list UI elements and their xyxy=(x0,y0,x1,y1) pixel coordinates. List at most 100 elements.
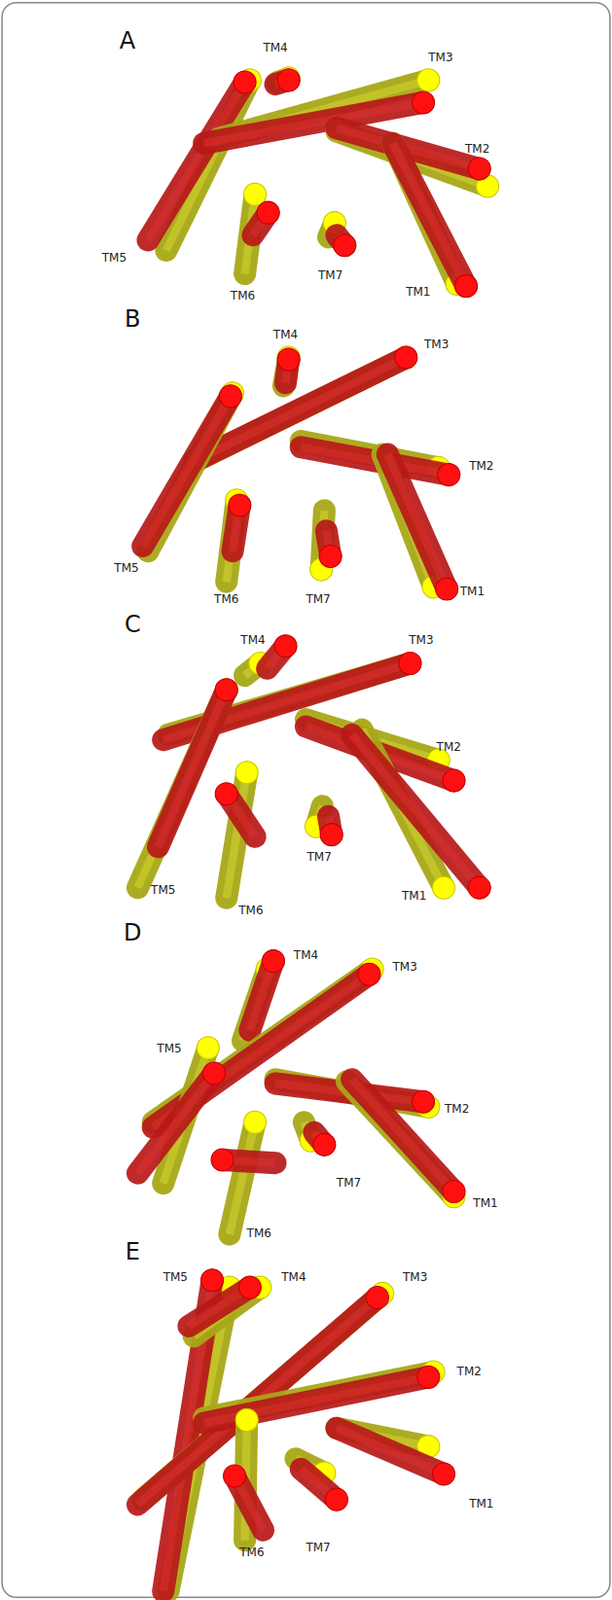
helix-label: TM4 xyxy=(281,1270,306,1285)
helix-body xyxy=(352,1080,455,1192)
panel-letter: B xyxy=(124,305,141,333)
helix-end xyxy=(313,1133,336,1156)
helix-label: TM3 xyxy=(408,633,433,648)
helix-end xyxy=(365,1287,389,1310)
helix-end xyxy=(468,157,491,180)
helix-label: TM1 xyxy=(468,1497,494,1512)
helix-end xyxy=(468,876,491,900)
helix-end xyxy=(398,651,422,675)
helix-end xyxy=(233,71,256,94)
helix-label: TM5 xyxy=(163,1270,188,1285)
helix-end xyxy=(319,544,342,568)
helix-end xyxy=(442,1181,466,1204)
helix-end xyxy=(211,1149,234,1172)
helix-end xyxy=(333,234,357,257)
helix-body xyxy=(147,81,246,240)
helix-label: TM4 xyxy=(273,327,298,342)
helix-end xyxy=(261,950,285,973)
helix-body xyxy=(352,734,480,888)
helix-end xyxy=(196,1037,219,1060)
helix-shine xyxy=(352,734,480,888)
helix-body xyxy=(157,689,226,847)
helix-end xyxy=(215,783,238,806)
helix-label: TM5 xyxy=(113,561,139,576)
helix-end xyxy=(398,651,422,675)
helix-end xyxy=(235,1408,258,1432)
helix-label: TM2 xyxy=(444,1102,469,1116)
helix-shine xyxy=(147,81,246,240)
helix-end xyxy=(432,1463,455,1486)
helix-label: TM3 xyxy=(393,960,418,974)
helix-end xyxy=(277,69,300,92)
helix-label: TM7 xyxy=(306,850,331,864)
helix-label: TM2 xyxy=(457,1365,482,1379)
helix-label: TM1 xyxy=(472,1196,498,1211)
helix-end xyxy=(395,346,418,369)
helix-shine xyxy=(336,1428,444,1475)
helix-end xyxy=(320,824,343,847)
helix-label: TM4 xyxy=(262,40,288,55)
helix-label: TM4 xyxy=(240,633,265,648)
helix-end xyxy=(223,1465,247,1488)
helix-end xyxy=(244,182,267,206)
helix-body xyxy=(336,1428,444,1475)
helix-end xyxy=(256,201,280,224)
helix-label: TM3 xyxy=(424,337,449,352)
helix-shine xyxy=(143,396,231,546)
helix-end xyxy=(412,1090,435,1114)
helix-shine xyxy=(138,1073,216,1174)
helix-label: TM5 xyxy=(102,251,127,265)
helix-end xyxy=(455,275,478,298)
helix-end xyxy=(215,679,238,702)
helix-end xyxy=(395,346,418,369)
helix-end xyxy=(432,876,455,900)
helix-shine xyxy=(138,689,227,888)
helix-end xyxy=(417,1366,440,1389)
helix-end xyxy=(218,385,242,408)
helix-body xyxy=(393,143,467,287)
helix-end xyxy=(417,69,440,92)
helix-body xyxy=(143,396,231,546)
helix-end xyxy=(203,1062,226,1085)
helix-end xyxy=(437,464,461,487)
helix-shine xyxy=(352,1080,455,1192)
helix-end xyxy=(201,1269,224,1293)
helix-label: TM5 xyxy=(150,883,176,898)
helix-shine xyxy=(229,1122,255,1235)
helix-label: TM6 xyxy=(238,903,263,918)
helix-label: TM7 xyxy=(305,592,330,607)
helix-label: TM5 xyxy=(156,1042,181,1056)
helix-label: TM3 xyxy=(428,50,453,65)
helix-label: TM2 xyxy=(468,459,494,473)
helix-end xyxy=(238,1276,261,1299)
helix-body xyxy=(138,1073,216,1174)
helix-end xyxy=(274,635,297,658)
helix-label: TM7 xyxy=(305,1541,330,1555)
helix-label: TM6 xyxy=(214,592,239,607)
helix-label: TM1 xyxy=(460,584,485,599)
helix-body xyxy=(138,689,227,888)
helix-label: TM2 xyxy=(436,740,462,755)
helix-label: TM7 xyxy=(336,1176,361,1190)
helix-label: TM6 xyxy=(239,1546,264,1560)
helix-end xyxy=(324,1488,348,1512)
helix-end xyxy=(435,577,459,601)
helix-end xyxy=(277,348,300,371)
panel-letter: E xyxy=(125,1238,141,1266)
helix-shine xyxy=(387,454,447,589)
helix-label: TM7 xyxy=(318,268,343,283)
helix-end xyxy=(235,761,258,785)
helix-end xyxy=(442,769,466,792)
helix-shine xyxy=(157,689,226,847)
helix-shine xyxy=(393,143,467,287)
helix-label: TM3 xyxy=(402,1270,428,1285)
helix-label: TM1 xyxy=(405,285,431,299)
helix-label: TM4 xyxy=(293,948,319,963)
helix-end xyxy=(412,91,435,114)
panel-letter: A xyxy=(119,27,136,55)
helix-label: TM6 xyxy=(247,1226,272,1241)
helix-body xyxy=(229,1122,255,1235)
